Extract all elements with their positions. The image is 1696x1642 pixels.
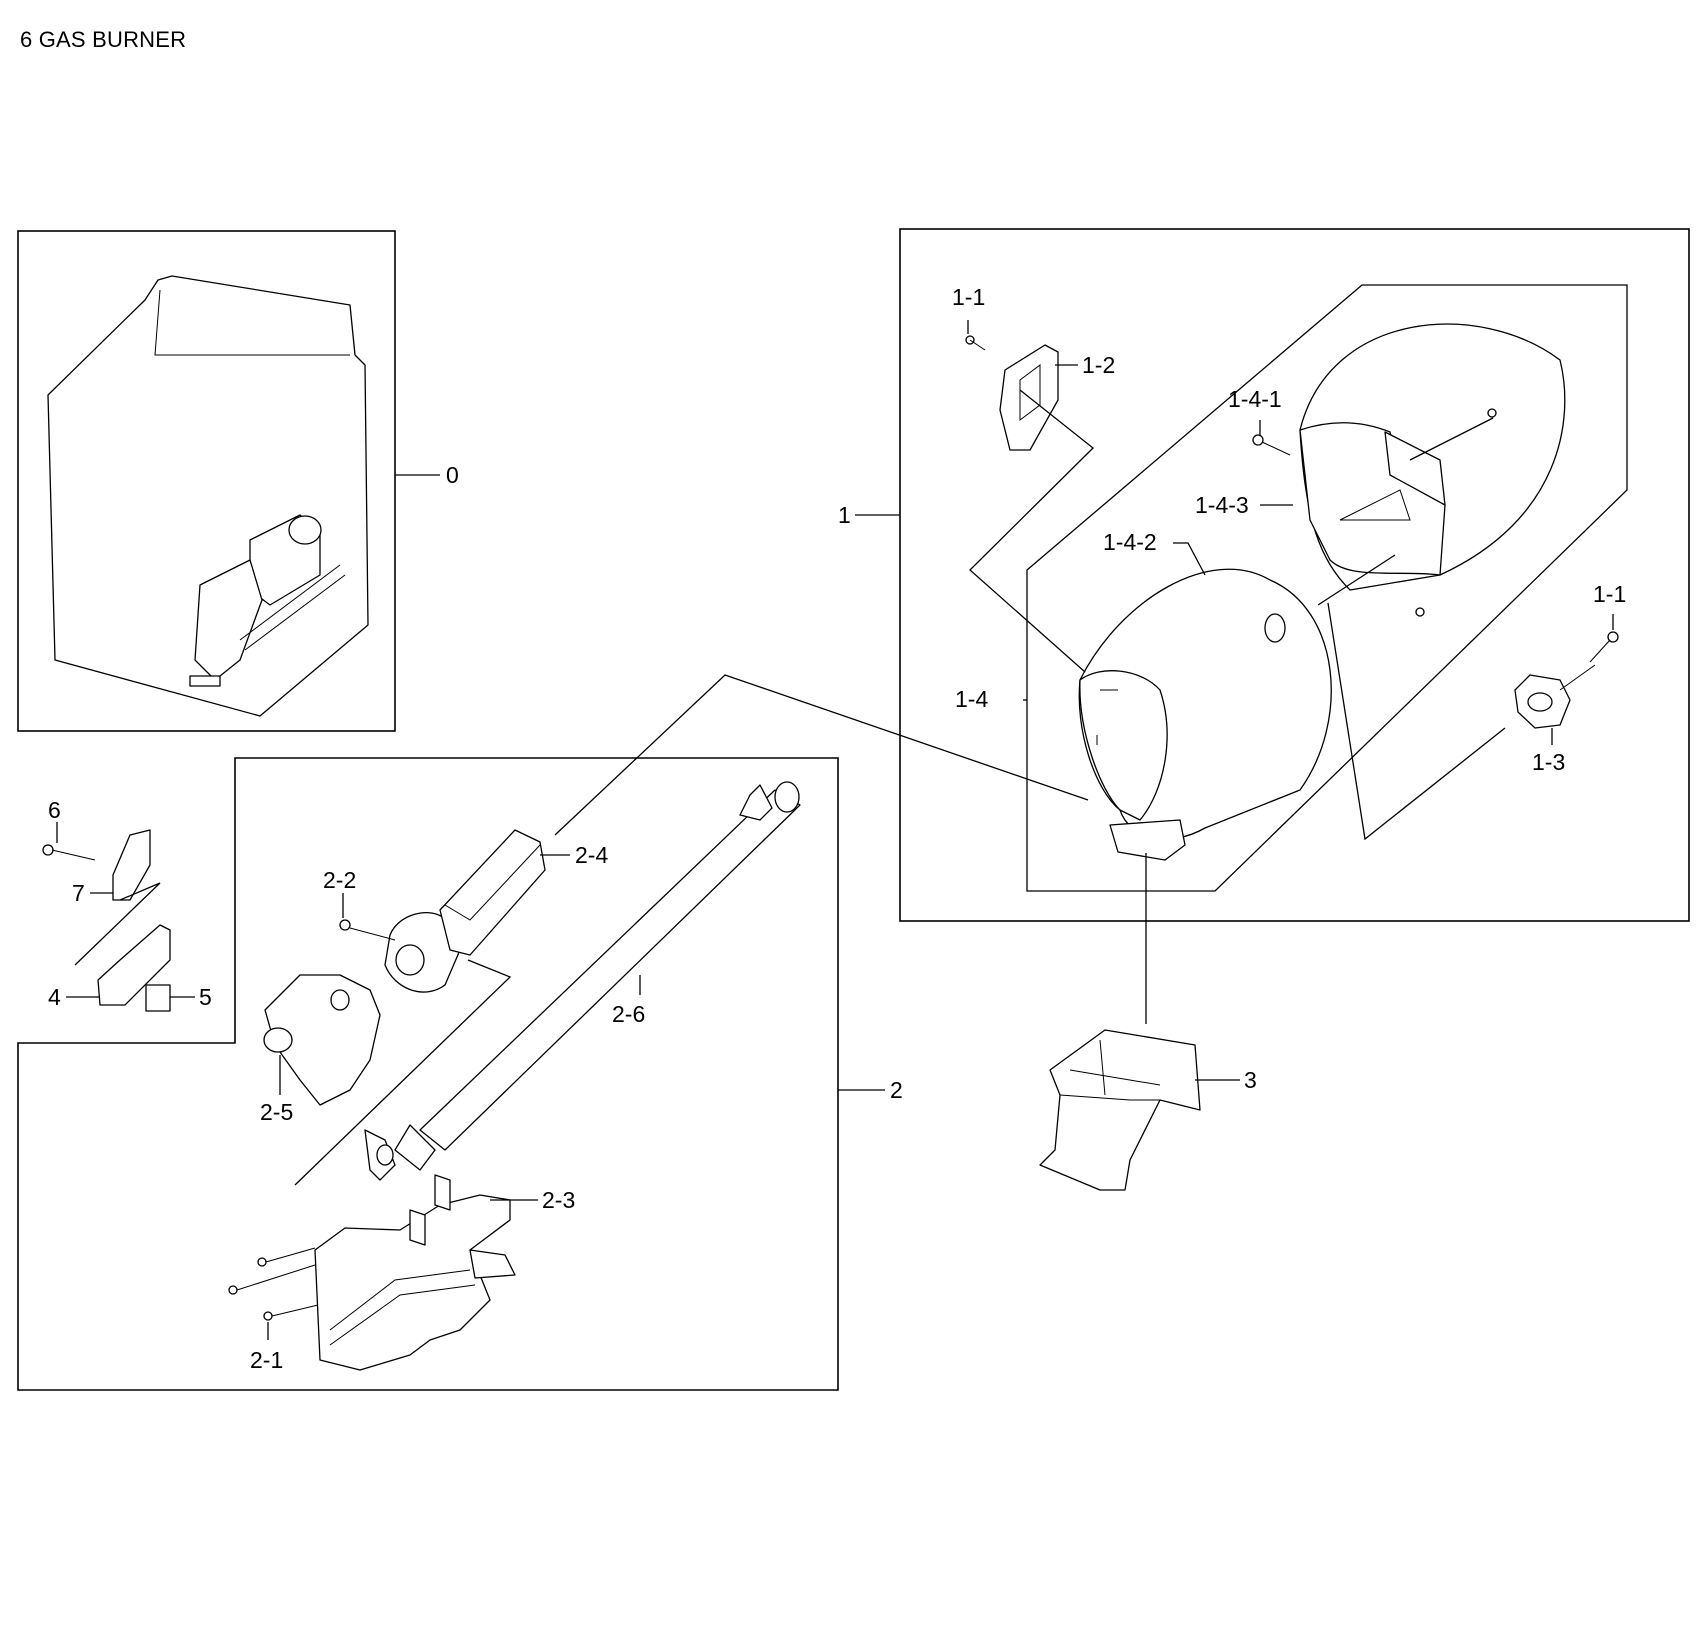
callout-0: 0 (446, 462, 459, 488)
page-title: 6 GAS BURNER (20, 27, 187, 52)
flame-sensor-pad-drawing (145, 984, 171, 1012)
gas-valve-drawing (384, 829, 546, 993)
callout-2-2: 2-2 (323, 867, 356, 893)
callout-2-1: 2-1 (250, 1347, 283, 1373)
chamber-support-bracket-drawing (1039, 1029, 1201, 1191)
callout-2-6: 2-6 (612, 1001, 645, 1027)
callout-6: 6 (48, 797, 61, 823)
callout-2-3: 2-3 (542, 1187, 575, 1213)
screw-1-4-1-drawing (1252, 408, 1497, 617)
callout-1-2: 1-2 (1082, 352, 1115, 378)
igniter-bracket-drawing (112, 829, 151, 901)
callout-1-4-2: 1-4-2 (1103, 529, 1157, 555)
flame-sensor-drawing (1514, 664, 1596, 729)
box-assembly-overview: 0 (17, 230, 459, 732)
callout-1-1-top: 1-1 (952, 284, 985, 310)
callout-1-4-3: 1-4-3 (1195, 492, 1249, 518)
callout-2-4: 2-4 (575, 842, 608, 868)
callout-1-4: 1-4 (955, 686, 988, 712)
callout-4: 4 (48, 984, 61, 1010)
valve-regulator-drawing (263, 974, 396, 1181)
screw-1-1-top-drawing (965, 335, 986, 351)
dryer-cabinet-drawing (47, 275, 369, 717)
box-burner-assembly: 2 2-6 2-4 2-2 (17, 757, 903, 1391)
callout-3: 3 (1244, 1067, 1257, 1093)
mini-burner-drawing (189, 514, 346, 687)
screw-2-2-drawing (339, 919, 396, 941)
callout-1-3: 1-3 (1532, 749, 1565, 775)
screws-2-1-drawing (228, 1247, 319, 1321)
callout-7: 7 (72, 880, 85, 906)
callout-5: 5 (199, 984, 212, 1010)
box-combustion-chamber-assembly: 1 1-4 1-1 (838, 228, 1690, 922)
callout-1-1-right: 1-1 (1593, 581, 1626, 607)
burner-mounting-bracket-drawing (314, 1174, 516, 1371)
screw-6-drawing (42, 844, 54, 856)
burner-tube-drawing (394, 781, 801, 1171)
igniter-drawing (97, 924, 171, 1006)
chamber-rear-cylinder-drawing (1299, 323, 1566, 591)
chamber-front-cylinder-drawing (1078, 568, 1332, 861)
callout-2: 2 (890, 1077, 903, 1103)
screw-1-1-right-drawing (1589, 631, 1619, 663)
callout-1: 1 (838, 502, 851, 528)
callout-2-5: 2-5 (260, 1099, 293, 1125)
igniter-group: 6 7 4 5 (42, 797, 212, 1012)
callout-1-4-1: 1-4-1 (1228, 386, 1282, 412)
